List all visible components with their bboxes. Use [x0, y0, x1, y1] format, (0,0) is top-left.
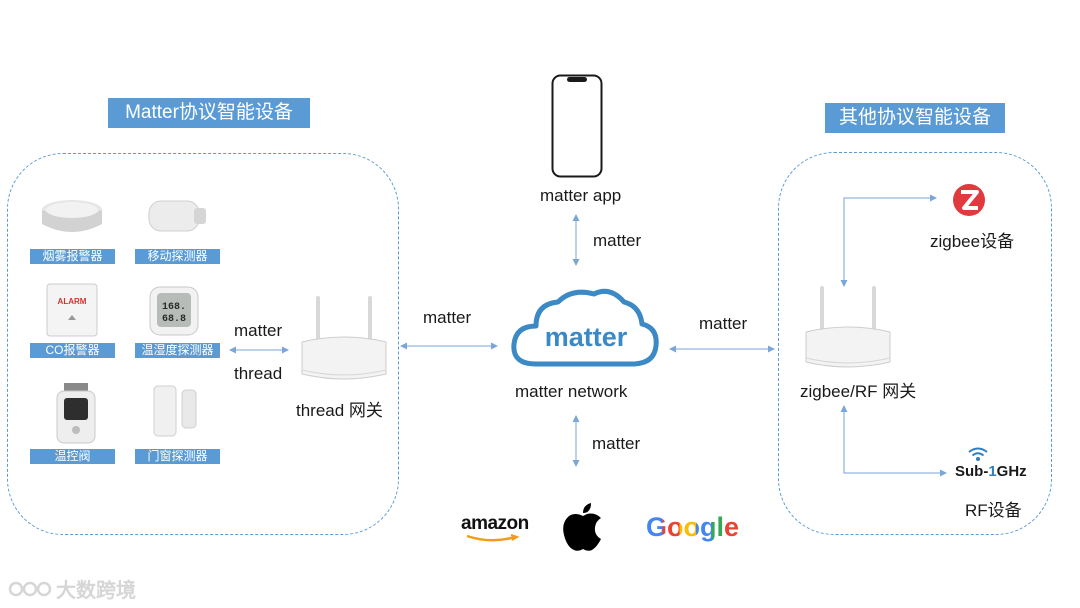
gateway-cloud-link-label-right: matter	[699, 314, 748, 333]
smoke-detector-icon	[40, 196, 104, 242]
google-logo-text: Google	[646, 512, 739, 542]
device-label: 移动探测器	[135, 249, 220, 264]
device-label: 烟雾报警器	[30, 249, 115, 264]
google-logo: Google	[646, 512, 739, 543]
other-group-frame	[778, 152, 1052, 535]
apple-logo-icon	[561, 501, 605, 553]
rf-device-label: RF设备	[965, 501, 1022, 520]
matter-network-label: matter network	[515, 382, 628, 401]
other-group-title: 其他协议智能设备	[825, 103, 1005, 133]
ecosystem-link-label: matter	[592, 434, 641, 453]
humidity-readout: 68.8	[162, 314, 186, 325]
device-label: 门窗探测器	[135, 449, 220, 464]
svg-text:168.: 168.	[162, 302, 186, 313]
app-network-arrow	[570, 213, 582, 267]
door-window-sensor-icon	[152, 384, 200, 438]
thread-link-label-thread: thread	[234, 364, 283, 383]
amazon-logo-text: amazon	[461, 513, 529, 534]
thread-link-arrow	[228, 344, 290, 356]
device-label: 温湿度探测器	[135, 343, 220, 358]
watermark: 大数跨境	[8, 574, 136, 603]
matter-group-title: Matter协议智能设备	[108, 98, 310, 128]
watermark-text: 大数跨境	[56, 580, 136, 602]
zigbee-logo-icon	[952, 183, 986, 217]
zigbee-rf-gateway-label: zigbee/RF 网关	[800, 382, 917, 401]
motion-sensor-icon	[146, 196, 208, 236]
cloud-matter-text: matter	[545, 322, 628, 352]
amazon-logo: amazon	[461, 514, 533, 544]
device-label: 温控阀	[30, 449, 115, 464]
thermo-hygrometer-icon: 168. 68.8	[149, 286, 199, 336]
sub-1ghz-logo: Sub-1GHz	[955, 463, 1027, 480]
matter-group-frame	[7, 153, 399, 535]
network-ecosystem-arrow	[570, 414, 582, 468]
thermostatic-valve-icon	[54, 382, 98, 446]
sub-1ghz-part1: Sub-	[955, 463, 989, 480]
sub-1ghz-part2: 1	[988, 463, 997, 480]
smartphone-icon	[551, 74, 603, 178]
app-link-label: matter	[593, 231, 642, 250]
thread-gateway-label: thread 网关	[296, 401, 383, 420]
gateway-cloud-link-label-left: matter	[423, 308, 472, 327]
sub-1ghz-part3: GHz	[996, 463, 1027, 480]
zigbee-connector-arrow	[838, 192, 938, 288]
zigbee-rf-gateway-router-icon	[802, 282, 894, 372]
right-network-arrow	[668, 343, 776, 355]
thread-link-label-matter: matter	[234, 321, 283, 340]
matter-cloud-icon: matter	[510, 284, 660, 372]
co-alarm-icon: ALARM	[45, 282, 99, 338]
rf-connector-arrow	[838, 404, 948, 478]
watermark-logo-icon	[8, 581, 52, 596]
wifi-signal-icon	[967, 446, 989, 462]
matter-app-label: matter app	[540, 186, 622, 205]
left-network-arrow	[399, 340, 499, 352]
thread-gateway-router-icon	[298, 292, 390, 384]
device-label: CO报警器	[30, 343, 115, 358]
zigbee-device-label: zigbee设备	[930, 232, 1015, 251]
alarm-text: ALARM	[58, 297, 87, 306]
